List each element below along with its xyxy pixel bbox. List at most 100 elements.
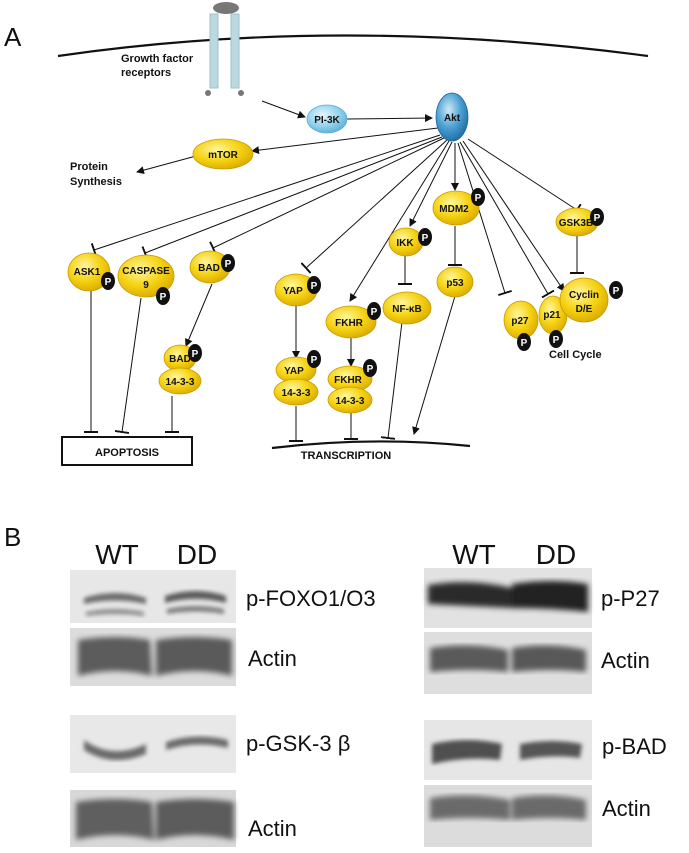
- svg-text:p53: p53: [446, 278, 464, 289]
- svg-text:P: P: [105, 277, 112, 288]
- node-fkhr: FKHR: [325, 305, 377, 339]
- node-mdm2: MDM2: [432, 190, 480, 226]
- node-bad: BAD: [189, 250, 231, 284]
- label-actin-1: Actin: [248, 646, 297, 671]
- apoptosis-box: APOPTOSIS: [61, 436, 193, 466]
- cell-membrane: [57, 34, 649, 58]
- phospho-ikk-icon: P: [418, 228, 432, 246]
- svg-text:FKHR: FKHR: [334, 375, 363, 386]
- phospho-fkhr-icon: P: [367, 302, 381, 320]
- node-cyclin: Cyclin D/E: [559, 277, 609, 323]
- svg-text:Cyclin: Cyclin: [569, 290, 599, 301]
- svg-text:Akt: Akt: [444, 113, 461, 124]
- label-p-bad: p-BAD: [602, 734, 667, 759]
- node-bad-14-3-3: BAD 14-3-3: [158, 344, 202, 395]
- svg-text:ASK1: ASK1: [74, 267, 101, 278]
- svg-text:YAP: YAP: [284, 366, 304, 377]
- svg-text:P: P: [367, 364, 374, 375]
- svg-text:PI-3K: PI-3K: [314, 115, 340, 126]
- protein-synthesis-label-2: Synthesis: [70, 176, 122, 188]
- panel-a-letter: A: [4, 22, 22, 52]
- svg-text:BAD: BAD: [169, 354, 191, 365]
- phospho-mdm2-icon: P: [471, 188, 485, 206]
- svg-text:IKK: IKK: [396, 238, 414, 249]
- lane-label-wt-left: WT: [95, 539, 139, 570]
- label-actin-3: Actin: [601, 648, 650, 673]
- svg-text:P: P: [553, 335, 560, 346]
- node-p53: p53: [436, 266, 474, 298]
- lane-label-wt-right: WT: [452, 539, 496, 570]
- svg-text:P: P: [613, 286, 620, 297]
- node-caspase9: CASPASE 9: [117, 254, 175, 298]
- blot-actin-2: [70, 790, 236, 847]
- phospho-cyclin-icon: P: [609, 281, 623, 299]
- svg-text:BAD: BAD: [198, 263, 220, 274]
- phospho-yap-14-3-3-icon: P: [307, 350, 321, 368]
- svg-text:p27: p27: [511, 316, 529, 327]
- svg-text:9: 9: [143, 280, 149, 291]
- phospho-badges: P P P P P P P P P P P P P P: [101, 188, 623, 377]
- svg-text:CASPASE: CASPASE: [122, 266, 170, 277]
- blot-p-gsk: [70, 715, 236, 773]
- node-ask1: ASK1: [67, 252, 111, 292]
- svg-text:P: P: [594, 213, 601, 224]
- svg-text:MDM2: MDM2: [439, 204, 469, 215]
- svg-text:P: P: [521, 338, 528, 349]
- svg-text:14-3-3: 14-3-3: [166, 377, 195, 388]
- svg-text:NF-κB: NF-κB: [392, 304, 421, 315]
- phospho-fkhr-14-3-3-icon: P: [363, 359, 377, 377]
- label-p-p27: p-P27: [601, 586, 660, 611]
- svg-text:mTOR: mTOR: [208, 150, 239, 161]
- phospho-p21-icon: P: [549, 330, 563, 348]
- node-pi3k: PI-3K: [306, 104, 348, 134]
- node-ikk: IKK: [388, 227, 424, 257]
- node-yap-14-3-3: YAP 14-3-3: [273, 356, 319, 406]
- svg-text:P: P: [311, 355, 318, 366]
- blot-actin-4: [424, 785, 592, 847]
- cell-cycle-label: Cell Cycle: [549, 349, 602, 361]
- label-p-gsk: p-GSK-3 β: [246, 731, 350, 756]
- phospho-bad-14-3-3-icon: P: [188, 344, 202, 362]
- svg-text:14-3-3: 14-3-3: [282, 388, 311, 399]
- growth-factor-receptor-icon: [205, 2, 244, 96]
- svg-text:P: P: [475, 193, 482, 204]
- protein-synthesis-label-1: Protein: [70, 161, 108, 173]
- phospho-ask1-icon: P: [101, 272, 115, 290]
- label-p-foxo: p-FOXO1/O3: [246, 586, 376, 611]
- phospho-caspase9-icon: P: [156, 287, 170, 305]
- svg-text:YAP: YAP: [283, 286, 303, 297]
- label-actin-4: Actin: [602, 796, 651, 821]
- svg-text:P: P: [225, 259, 232, 270]
- blot-p-bad: [424, 720, 592, 780]
- blot-actin-1: [70, 628, 236, 686]
- growth-factor-label-2: receptors: [121, 67, 171, 79]
- label-actin-2: Actin: [248, 816, 297, 841]
- phospho-bad-icon: P: [221, 254, 235, 272]
- svg-text:p21: p21: [543, 310, 561, 321]
- phospho-yap-icon: P: [307, 276, 321, 294]
- blot-actin-3: [424, 632, 592, 694]
- svg-text:14-3-3: 14-3-3: [336, 396, 365, 407]
- svg-text:P: P: [371, 307, 378, 318]
- lane-label-dd-right: DD: [536, 539, 576, 570]
- lane-label-dd-left: DD: [177, 539, 217, 570]
- blot-p-foxo: [70, 570, 236, 623]
- svg-text:GSK3B: GSK3B: [559, 218, 593, 229]
- transcription-label: TRANSCRIPTION: [301, 450, 392, 462]
- panel-b-letter: B: [4, 522, 21, 552]
- svg-text:P: P: [422, 233, 429, 244]
- transcription-line: [271, 440, 471, 450]
- growth-factor-label-1: Growth factor: [121, 53, 194, 65]
- node-fkhr-14-3-3: FKHR 14-3-3: [327, 365, 373, 414]
- svg-text:D/E: D/E: [576, 304, 593, 315]
- node-p27: p27: [503, 300, 539, 340]
- svg-text:FKHR: FKHR: [335, 318, 364, 329]
- phospho-gsk3b-icon: P: [590, 208, 604, 226]
- apoptosis-label: APOPTOSIS: [95, 447, 159, 459]
- node-mtor: mTOR: [192, 138, 254, 170]
- phospho-p27-icon: P: [517, 333, 531, 351]
- blot-p-p27: [424, 568, 592, 628]
- svg-text:P: P: [311, 281, 318, 292]
- svg-text:P: P: [160, 292, 167, 303]
